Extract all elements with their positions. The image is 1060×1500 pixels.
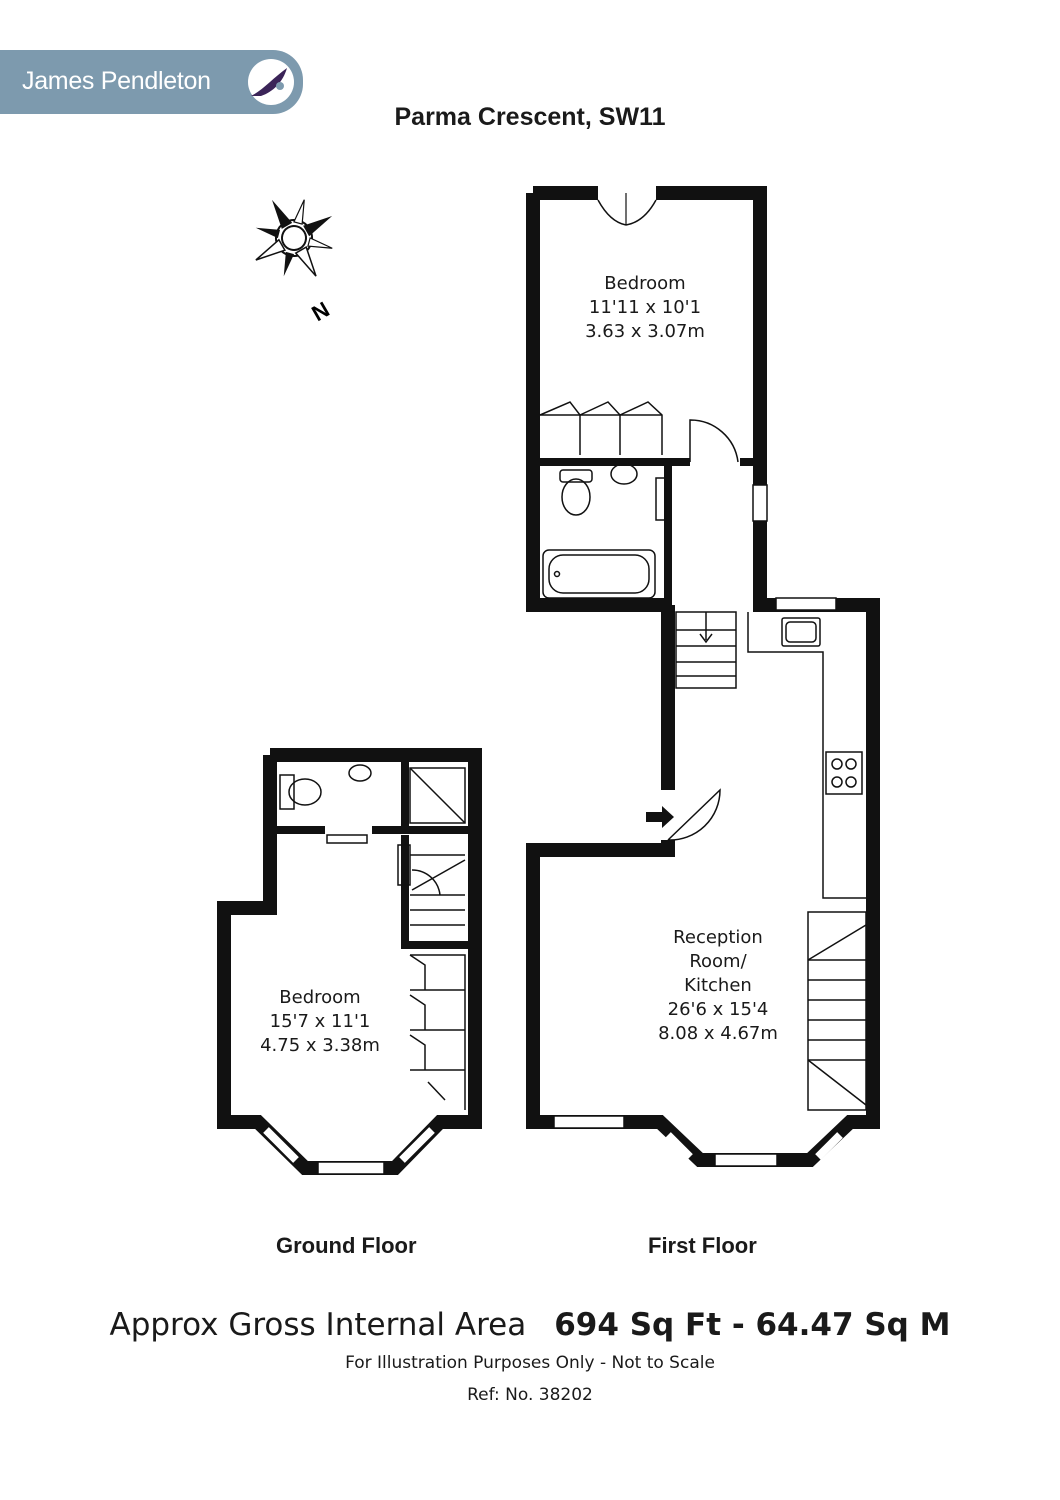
area-value: 694 Sq Ft - 64.47 Sq M bbox=[554, 1307, 951, 1343]
reception-label: Reception Room/ Kitchen 26'6 x 15'4 8.08… bbox=[658, 927, 778, 1044]
ground-floor-label: Ground Floor bbox=[276, 1233, 417, 1258]
first-floor-label: First Floor bbox=[648, 1233, 757, 1258]
brand-logo: James Pendleton bbox=[0, 50, 303, 114]
svg-text:Bedroom: Bedroom bbox=[604, 273, 685, 294]
area-label: Approx Gross Internal Area bbox=[109, 1307, 527, 1343]
first-bedroom-label: Bedroom 11'11 x 10'1 3.63 x 3.07m bbox=[585, 273, 705, 342]
compass-north-label: N bbox=[307, 297, 333, 327]
svg-text:15'7 x 11'1: 15'7 x 11'1 bbox=[270, 1011, 371, 1032]
svg-text:4.75 x 3.38m: 4.75 x 3.38m bbox=[260, 1035, 380, 1056]
disclaimer: For Illustration Purposes Only - Not to … bbox=[345, 1353, 715, 1373]
ground-bedroom-label: Bedroom 15'7 x 11'1 4.75 x 3.38m bbox=[260, 987, 380, 1056]
svg-text:3.63 x 3.07m: 3.63 x 3.07m bbox=[585, 321, 705, 342]
svg-text:Kitchen: Kitchen bbox=[684, 975, 752, 996]
brand-name: James Pendleton bbox=[22, 67, 211, 95]
reference-number: Ref: No. 38202 bbox=[467, 1385, 593, 1405]
svg-text:26'6 x 15'4: 26'6 x 15'4 bbox=[668, 999, 769, 1020]
compass-rose-icon bbox=[255, 199, 333, 277]
svg-text:11'11 x 10'1: 11'11 x 10'1 bbox=[589, 297, 701, 318]
property-title: Parma Crescent, SW11 bbox=[394, 103, 666, 131]
svg-text:Room/: Room/ bbox=[689, 951, 747, 972]
ground-floor-plan bbox=[217, 748, 482, 1175]
swoosh-logo-icon bbox=[248, 59, 294, 105]
svg-text:8.08 x 4.67m: 8.08 x 4.67m bbox=[658, 1023, 778, 1044]
gross-internal-area: Approx Gross Internal Area 694 Sq Ft - 64… bbox=[0, 1307, 1060, 1343]
svg-text:Bedroom: Bedroom bbox=[279, 987, 360, 1008]
svg-text:Reception: Reception bbox=[673, 927, 763, 948]
